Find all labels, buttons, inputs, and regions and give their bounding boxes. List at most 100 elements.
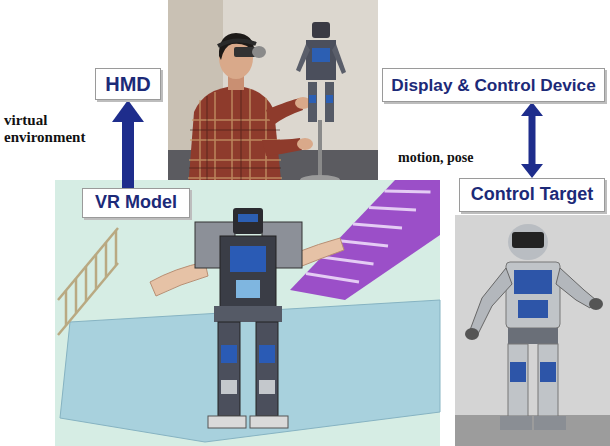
edge-label: motion, pose	[398, 150, 473, 166]
humanoid-robot-photo	[455, 215, 610, 446]
arrow-shaft	[529, 115, 536, 165]
vr-model-scene	[65, 290, 68, 325]
vr-model-scene	[230, 246, 266, 272]
operator-photo	[308, 82, 317, 122]
operator-photo	[252, 46, 266, 58]
humanoid-robot-photo	[508, 344, 528, 416]
vr-model-scene	[55, 180, 440, 446]
humanoid-robot-photo	[455, 415, 610, 446]
humanoid-robot-photo	[518, 300, 548, 318]
vr-model-scene	[214, 306, 282, 322]
vr-model-scene	[58, 263, 118, 335]
block-arrow	[521, 102, 543, 178]
humanoid-robot-photo	[506, 262, 560, 328]
operator-photo	[218, 40, 256, 46]
humanoid-robot-photo	[465, 328, 479, 340]
vr-model-scene	[105, 242, 108, 277]
operator-photo	[188, 88, 282, 190]
operator-photo	[262, 138, 302, 156]
vr-model-scene	[208, 416, 246, 428]
box-label: HMD	[105, 73, 151, 95]
box-label: Control Target	[471, 185, 594, 205]
humanoid-robot-photo	[455, 215, 610, 446]
operator-photo	[207, 96, 208, 190]
vr-model-scene	[385, 191, 431, 192]
operator-photo	[188, 86, 282, 190]
model-box: VR Model	[82, 188, 190, 218]
vr-model-scene	[233, 208, 263, 234]
operator-photo	[326, 95, 333, 103]
target-box: Control Target	[459, 178, 605, 212]
humanoid-robot-photo	[500, 416, 532, 430]
vr-model-scene	[236, 280, 260, 298]
vr-model-scene	[322, 257, 374, 264]
operator-photo	[189, 159, 281, 161]
operator-photo	[189, 168, 281, 169]
vr-model-scene	[95, 254, 98, 289]
vr-model-scene	[250, 416, 288, 428]
vr-model-scene	[369, 208, 416, 211]
operator-photo	[325, 82, 334, 122]
operator-photo	[192, 119, 278, 121]
vr-model-scene	[115, 230, 118, 265]
vr-model-scene	[55, 180, 440, 446]
vr-model-scene	[220, 236, 276, 308]
arrowhead	[521, 164, 543, 178]
humanoid-robot-photo	[508, 224, 548, 260]
arrowhead	[112, 100, 144, 122]
operator-photo	[312, 48, 330, 62]
operator-photo	[296, 44, 310, 72]
vr-model-scene	[259, 380, 275, 394]
humanoid-robot-photo	[512, 232, 544, 248]
vr-model-scene	[256, 322, 278, 416]
operator-photo	[297, 138, 313, 150]
block-arrow	[112, 100, 144, 188]
operator-photo	[241, 88, 242, 190]
vr-model-scene	[259, 345, 275, 363]
operator-photo	[190, 130, 280, 131]
operator-photo	[168, 0, 378, 190]
vr-model-scene	[221, 345, 237, 363]
operator-photo	[199, 100, 201, 190]
humanoid-robot-photo	[589, 298, 603, 310]
vr-model-scene	[221, 380, 237, 394]
humanoid-robot-photo	[514, 270, 552, 294]
operator-photo	[189, 88, 281, 190]
arrowhead	[521, 102, 543, 116]
operator-photo	[231, 88, 233, 190]
vr-model-scene	[353, 224, 402, 228]
vr-model-scene	[58, 228, 118, 335]
humanoid-robot-photo	[534, 416, 566, 430]
vr-model-scene	[298, 238, 344, 266]
operator-photo	[188, 177, 282, 179]
operator-photo	[306, 40, 336, 80]
vr-model-scene	[306, 191, 431, 282]
vr-model-scene	[290, 180, 440, 300]
humanoid-robot-photo	[470, 268, 512, 334]
vr-model-scene	[306, 274, 359, 283]
arrow-shaft	[122, 121, 134, 188]
box-label: VR Model	[95, 193, 177, 213]
humanoid-robot-photo	[508, 328, 558, 344]
edge-label: virtual environment	[4, 112, 78, 147]
vr-model-scene	[337, 241, 388, 247]
vr-model-scene	[60, 300, 440, 442]
vr-model-scene	[58, 228, 118, 300]
operator-photo	[309, 95, 316, 103]
operator-photo	[168, 0, 378, 190]
operator-photo	[318, 120, 322, 178]
vr-model-scene	[75, 278, 78, 313]
humanoid-robot-photo	[540, 362, 556, 382]
operator-photo	[214, 92, 216, 190]
operator-photo	[332, 44, 346, 74]
humanoid-robot-photo	[510, 362, 526, 382]
humanoid-robot-photo	[538, 344, 558, 416]
box-label: Display & Control Device	[391, 76, 595, 95]
operator-photo	[312, 22, 330, 38]
vr-model-scene	[238, 214, 258, 222]
device-box: Display & Control Device	[382, 68, 605, 102]
